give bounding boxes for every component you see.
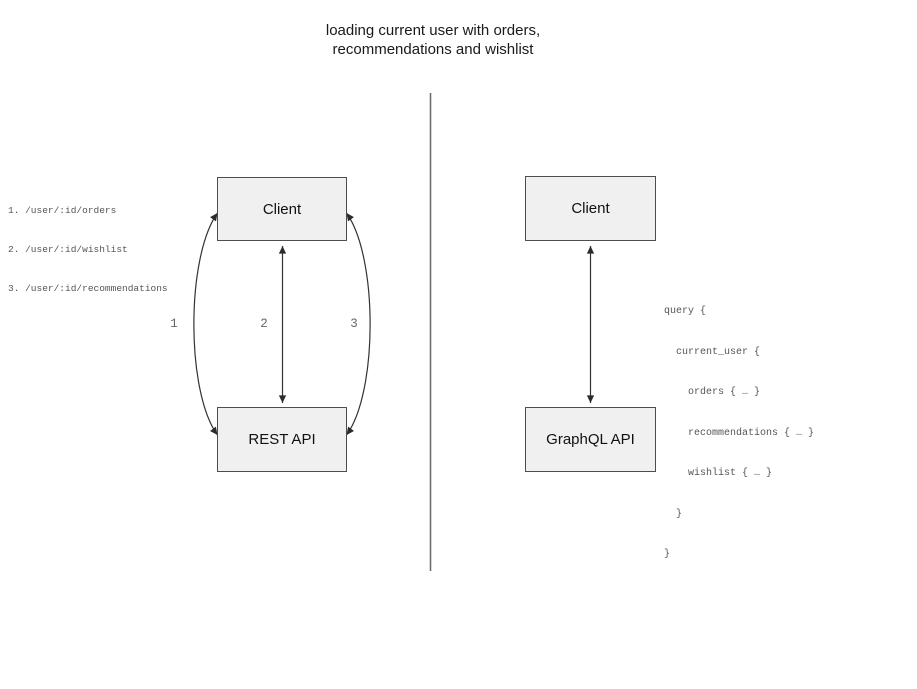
graphql-api-box-label: GraphQL API bbox=[546, 431, 635, 448]
rest-endpoint-orders: 1. /user/:id/orders bbox=[8, 205, 117, 216]
rest-endpoint-recommendations: 3. /user/:id/recommendations bbox=[8, 283, 168, 294]
graphql-api-box: GraphQL API bbox=[525, 407, 656, 472]
graphql-client-box: Client bbox=[525, 176, 656, 241]
graphql-query-line: current_user { bbox=[664, 346, 761, 358]
graphql-query-line: } bbox=[664, 549, 671, 560]
rest-api-box-label: REST API bbox=[248, 431, 316, 448]
graphql-query-line: query { bbox=[664, 306, 707, 317]
rest-api-box: REST API bbox=[217, 407, 347, 472]
rest-endpoint-wishlist: 2. /user/:id/wishlist bbox=[8, 244, 128, 255]
graphql-query-line: } bbox=[664, 508, 683, 520]
graphql-query-line: orders { … } bbox=[664, 387, 761, 398]
diagram-title-line1: loading current user with orders, bbox=[325, 22, 541, 39]
graphql-client-box-label: Client bbox=[571, 200, 610, 217]
rest-arrow-3-label: 3 bbox=[350, 317, 358, 331]
diagram-title: loading current user with orders, recomm… bbox=[133, 21, 733, 59]
rest-arrow-2-label: 2 bbox=[260, 317, 268, 331]
diagram-title-line2: recommendations and wishlist bbox=[332, 41, 534, 58]
rest-arrow-1-label: 1 bbox=[170, 317, 178, 331]
rest-client-box-label: Client bbox=[262, 200, 302, 218]
graphql-query-line: recommendations { … } bbox=[664, 427, 815, 439]
rest-client-box: Client bbox=[217, 177, 347, 241]
graphql-query-block: query { current_user { orders { … } reco… bbox=[664, 278, 814, 589]
rest-arrow-1-curve bbox=[193, 212, 218, 436]
graphql-query-line: wishlist { … } bbox=[664, 468, 773, 479]
rest-endpoint-list: 1. /user/:id/orders 2. /user/:id/wishlis… bbox=[8, 178, 168, 321]
